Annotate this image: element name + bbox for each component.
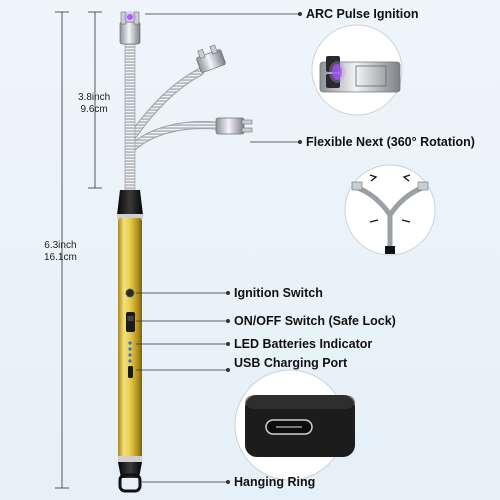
total-length-label: 6.3inch 16.1cm — [44, 240, 77, 264]
callout-arc-pulse: ARC Pulse Ignition — [306, 7, 419, 21]
neck-length-inch: 3.8inch — [78, 92, 111, 103]
neck-length-cm: 9.6cm — [80, 104, 108, 115]
callout-leader-lines — [136, 11, 302, 484]
callout-usb-port: USB Charging Port — [234, 356, 348, 370]
flex-neck-rotated-1 — [126, 44, 226, 144]
neck-length-label: 3.8inch 9.6cm — [78, 92, 110, 116]
total-length-cm: 16.1cm — [44, 252, 77, 263]
dimension-lines — [55, 11, 102, 489]
arc-detail-circle — [311, 24, 403, 116]
usb-detail-circle — [234, 369, 355, 481]
callout-hanging-ring: Hanging Ring — [234, 475, 316, 489]
flex-neck-rotated-2 — [126, 117, 253, 154]
callout-ignition-switch: Ignition Switch — [234, 286, 323, 300]
rotation-detail-circle — [344, 164, 436, 256]
total-length-inch: 6.3inch — [44, 240, 77, 251]
callout-flexible-neck: Flexible Next (360° Rotation) — [306, 135, 475, 149]
lighter-handle — [117, 190, 143, 493]
callout-led-indicator: LED Batteries Indicator — [234, 337, 373, 351]
flex-neck-straight — [119, 11, 141, 191]
callout-onoff-switch: ON/OFF Switch (Safe Lock) — [234, 314, 396, 328]
